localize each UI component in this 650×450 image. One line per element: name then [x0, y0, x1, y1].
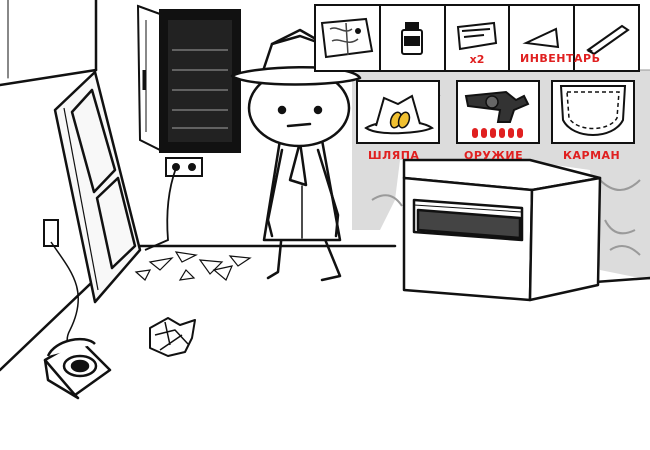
inventory-slot-map[interactable] [316, 6, 381, 70]
open-door[interactable] [53, 70, 142, 304]
ammo-round [499, 128, 505, 138]
telephone[interactable] [43, 337, 112, 400]
weapon-category-label: ОРУЖИЕ [464, 149, 524, 162]
ammo-round [490, 128, 496, 138]
hat-category-button[interactable] [356, 80, 440, 144]
ammo-round [481, 128, 487, 138]
inventory-slot-jar[interactable] [381, 6, 446, 70]
inventory-bar: x2 [314, 4, 640, 72]
crumpled-paper[interactable] [149, 317, 196, 357]
pocket-icon [559, 85, 627, 136]
hat-icon [364, 94, 435, 135]
paper-shards [134, 251, 252, 281]
hat-category-label: ШЛЯПА [368, 149, 420, 162]
inventory-quantity: x2 [469, 53, 485, 66]
inventory-slot-cheese[interactable] [510, 6, 576, 70]
counter[interactable] [402, 158, 602, 302]
jar-icon [401, 22, 424, 55]
pencil-icon [585, 24, 630, 56]
power-socket[interactable] [144, 157, 203, 251]
ammo-round [508, 128, 514, 138]
ticket-icon [456, 21, 498, 51]
inventory-label: ИНВЕНТАРЬ [520, 52, 601, 65]
fuse-box[interactable] [136, 4, 241, 153]
inventory-slot-ticket[interactable]: x2 [446, 6, 511, 70]
ammo-rounds [472, 128, 523, 138]
pocket-category-label: КАРМАН [563, 149, 621, 162]
ammo-round [472, 128, 478, 138]
map-icon [321, 17, 374, 59]
cheese-wedge-icon [522, 27, 559, 49]
ammo-round [517, 128, 523, 138]
weapon-category-button[interactable] [456, 80, 540, 144]
inventory-slot-pencil[interactable] [575, 6, 638, 70]
pocket-category-button[interactable] [551, 80, 635, 144]
revolver-icon [464, 90, 530, 138]
